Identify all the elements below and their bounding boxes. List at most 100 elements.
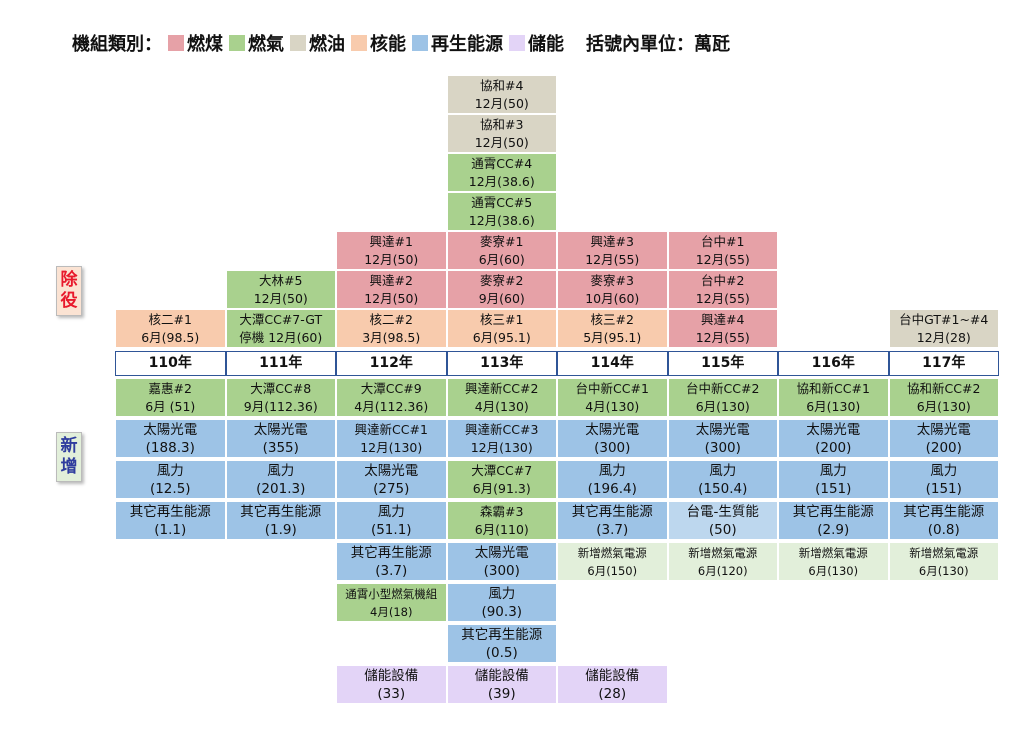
plant-detail: 6月 (51) [145,398,196,414]
legend-swatch-renewable [412,35,428,51]
plant-name: 大林#5 [259,272,303,288]
plant-name: 其它再生能源 [571,503,653,520]
add-plant-cell: 風力(151) [888,460,999,499]
add-plant-cell: 台電-生質能(50) [667,501,778,540]
add-plant-cell: 其它再生能源(2.9) [778,501,889,540]
plant-name: 麥寮#3 [590,272,634,288]
plant-name: 大潭CC#9 [360,380,422,396]
plant-detail: (200) [925,439,962,456]
add-plant-cell: 太陽光電(355) [225,419,336,458]
add-plant-cell: 風力(90.3) [446,583,557,622]
add-plant-cell: 其它再生能源(3.7) [557,501,668,540]
add-plant-cell: 風力(51.1) [336,501,447,540]
plant-name: 其它再生能源 [903,503,985,520]
plant-name: 其它再生能源 [350,544,432,561]
plant-name: 太陽光電 [474,544,529,561]
legend-swatch-storage [509,35,525,51]
plant-detail: (151) [815,480,852,497]
add-side-label: 新 增 [56,432,82,482]
year-header: 112年 [336,351,447,376]
plant-name: 其它再生能源 [792,503,874,520]
retire-plant-cell: 核三#1 6月(95.1) [446,309,557,348]
plant-detail: 4月(112.36) [354,398,429,414]
plant-name: 儲能設備 [364,667,419,684]
add-plant-cell: 儲能設備(28) [557,665,668,704]
year-header: 111年 [225,351,336,376]
plant-detail: 6月(130) [916,398,971,414]
plant-name: 其它再生能源 [129,503,211,520]
add-plant-cell: 大潭CC#9 4月(112.36) [336,378,447,417]
plant-name: 太陽光電 [143,421,198,438]
plant-detail: 6月(130) [808,563,859,578]
plant-name: 太陽光電 [695,421,750,438]
plant-detail: 12月(38.6) [468,212,535,228]
plant-name: 風力 [598,462,626,479]
plant-name: 興達#1 [369,233,413,249]
plant-detail: 12月(50) [474,134,529,150]
legend-label-oil: 燃油 [309,34,345,55]
plant-name: 核二#1 [148,311,192,327]
plant-name: 其它再生能源 [461,626,543,643]
plant-detail: (51.1) [370,521,412,538]
plant-detail: 6月(120) [697,563,748,578]
plant-detail: (201.3) [256,480,306,497]
legend-title: 機組類別： [72,34,162,55]
add-plant-cell: 太陽光電(300) [446,542,557,581]
plant-detail: (3.7) [596,521,629,538]
add-plant-cell: 太陽光電(300) [557,419,668,458]
plant-detail: 12月(50) [474,95,529,111]
plant-detail: 4月(130) [474,398,529,414]
year-header: 113年 [446,351,557,376]
plant-name: 儲能設備 [585,667,640,684]
plant-name: 協和#3 [480,116,524,132]
plant-detail: (3.7) [375,562,408,579]
add-plant-cell: 大潭CC#8 9月(112.36) [225,378,336,417]
year-header: 116年 [778,351,889,376]
plant-name: 風力 [156,462,184,479]
plant-detail: 12月(55) [695,251,750,267]
plant-name: 太陽光電 [585,421,640,438]
add-plant-cell: 風力(196.4) [557,460,668,499]
plant-name: 通霄CC#5 [471,194,533,210]
add-plant-cell: 風力(151) [778,460,889,499]
plant-detail: (196.4) [587,480,637,497]
plant-name: 風力 [709,462,737,479]
plant-detail: 4月(130) [585,398,640,414]
plant-name: 風力 [488,585,516,602]
plant-detail: (12.5) [149,480,191,497]
add-plant-cell: 太陽光電(200) [888,419,999,458]
add-plant-cell: 風力(201.3) [225,460,336,499]
plant-name: 風力 [930,462,958,479]
add-plant-cell: 其它再生能源(1.1) [115,501,226,540]
plant-name: 核三#1 [480,311,524,327]
plant-name: 台中#2 [701,272,745,288]
plant-detail: 6月(95.1) [472,329,531,345]
plant-name: 興達#4 [701,311,745,327]
plant-detail: (355) [262,439,299,456]
retire-plant-cell: 通霄CC#5 12月(38.6) [446,192,557,231]
plant-detail: 12月(50) [364,290,419,306]
plant-detail: 停機 12月(60) [239,329,323,345]
plant-detail: (2.9) [817,521,850,538]
plant-name: 大潭CC#8 [250,380,312,396]
plant-detail: 9月(112.36) [243,398,318,414]
plant-name: 台中#1 [701,233,745,249]
